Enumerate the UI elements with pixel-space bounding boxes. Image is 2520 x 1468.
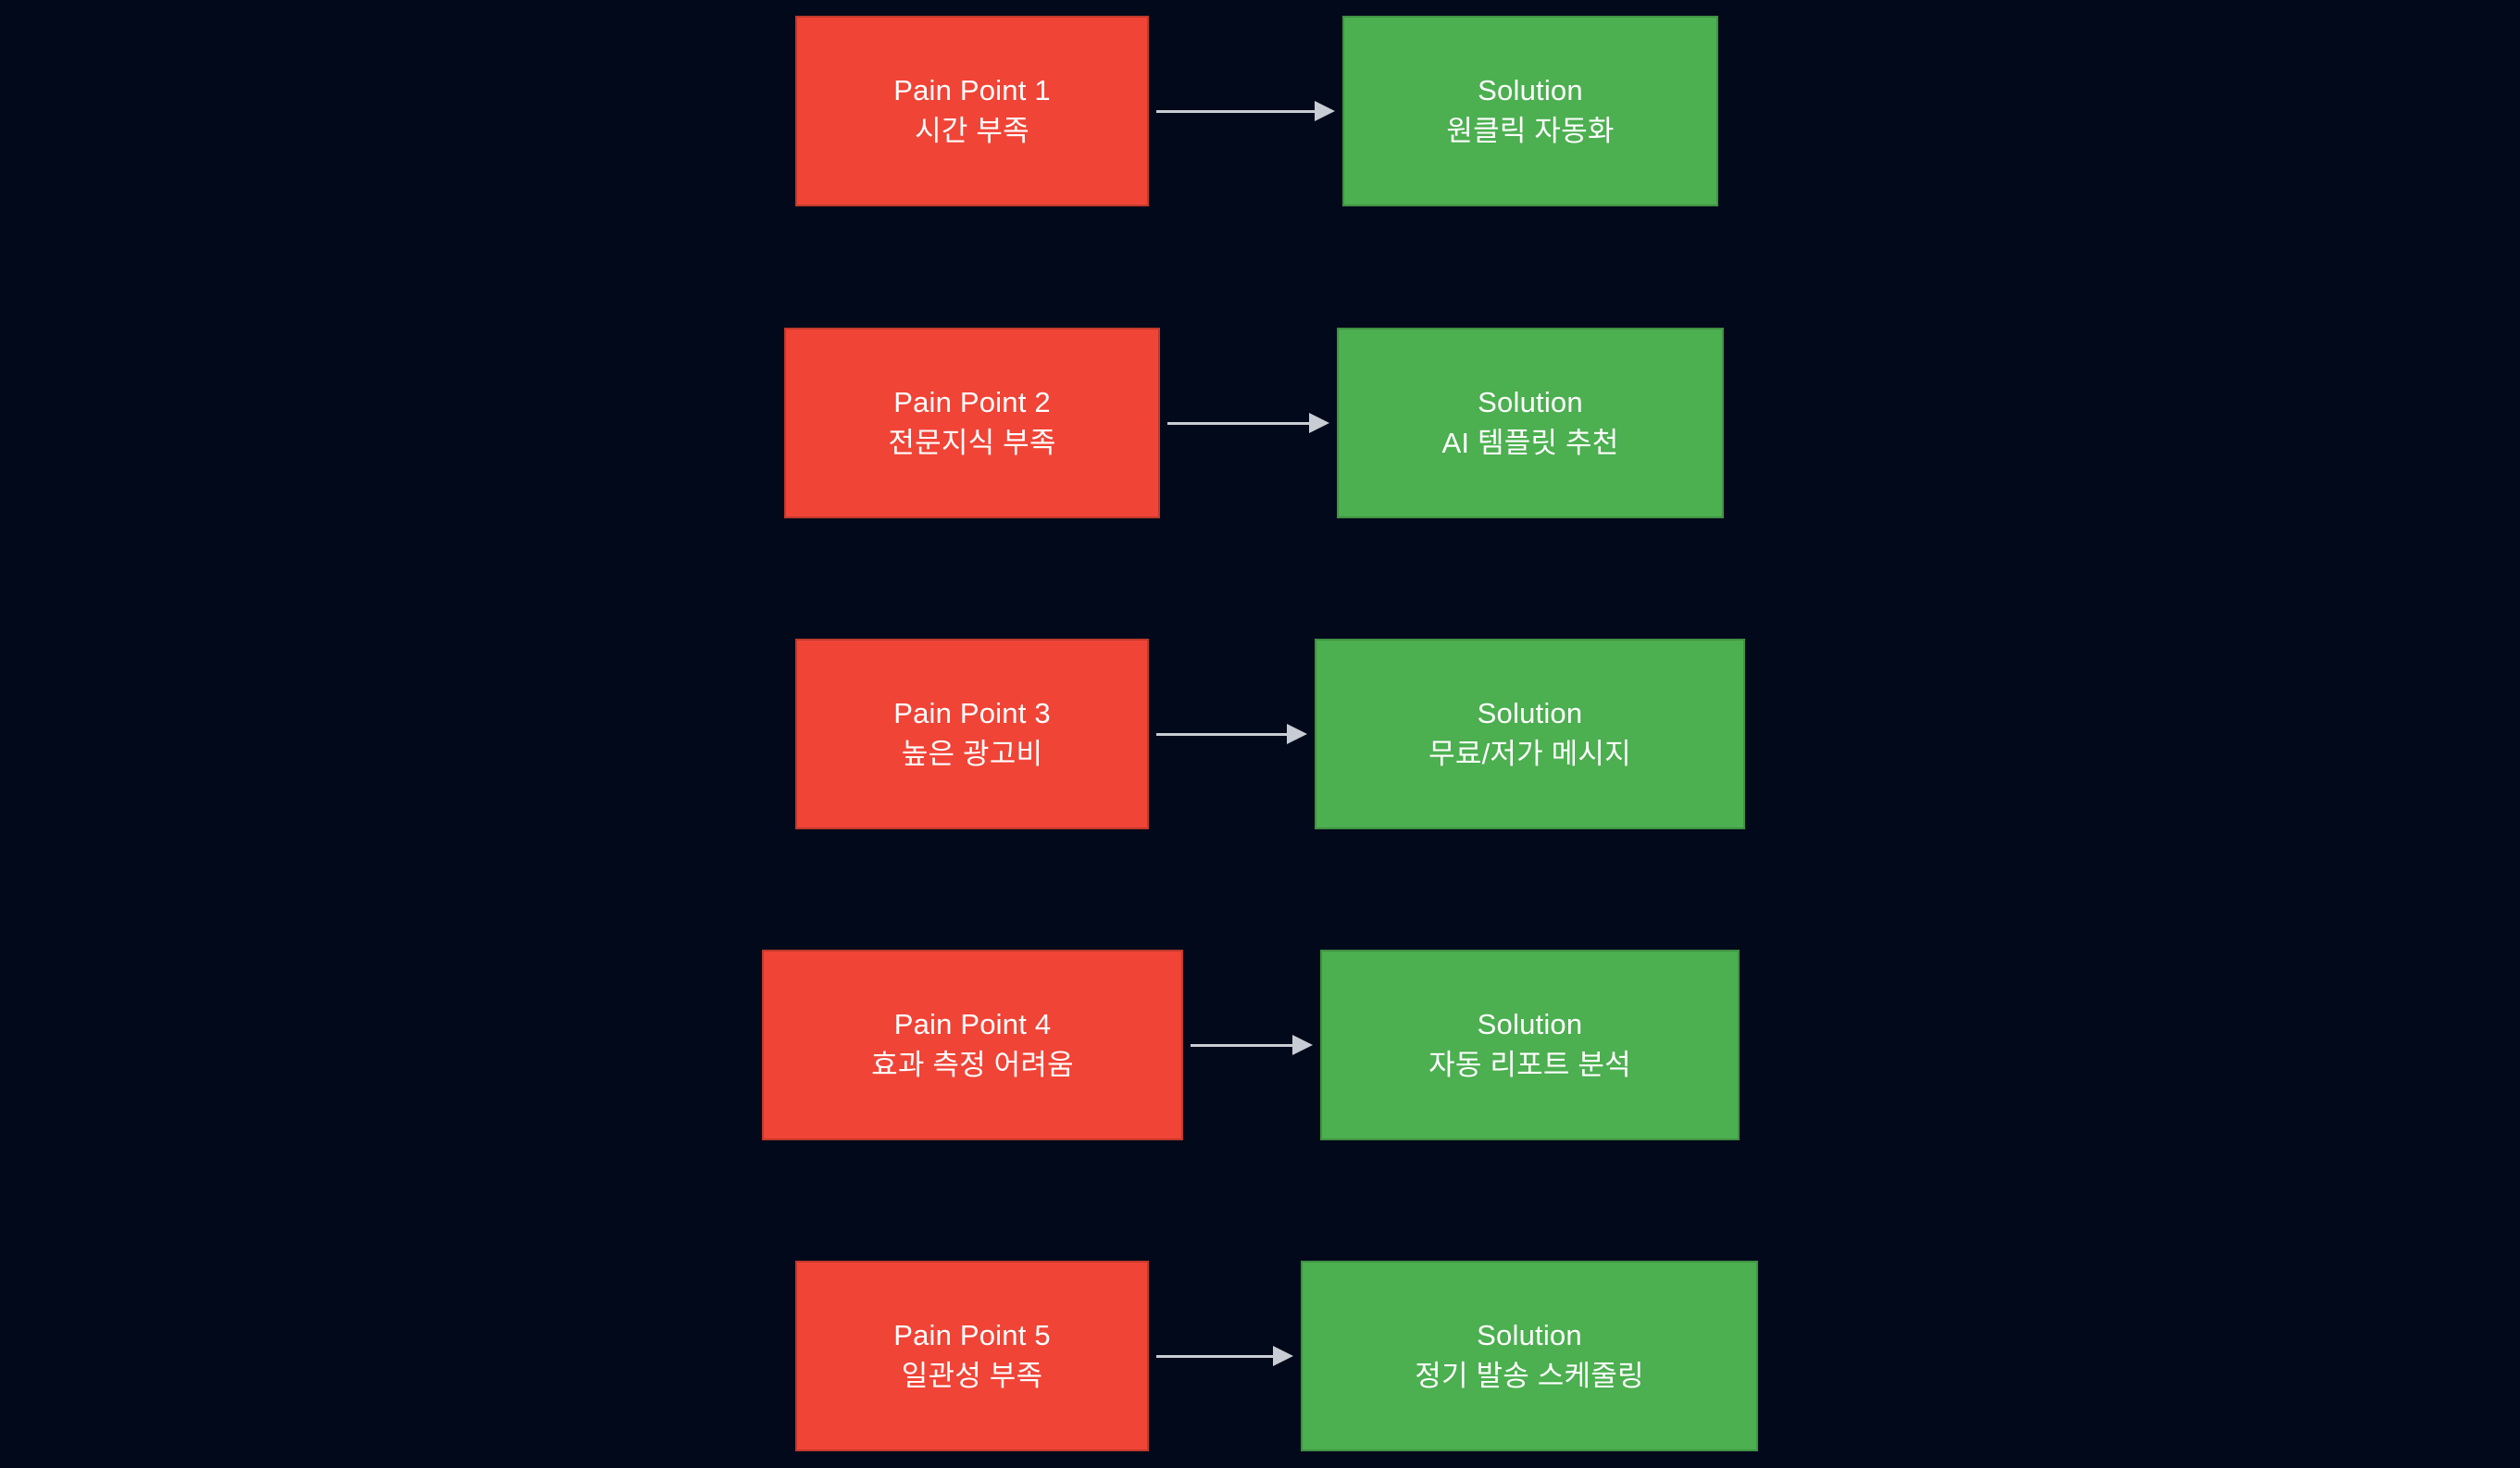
solution-node-4[interactable]: Solution 자동 리포트 분석 — [1320, 950, 1740, 1140]
diagram-row: Pain Point 2 전문지식 부족 Solution AI 템플릿 추천 — [0, 328, 2520, 518]
flow-arrow-icon-4 — [1191, 1035, 1313, 1055]
solution-description: 정기 발송 스케줄링 — [1415, 1359, 1644, 1392]
arrow-shaft — [1167, 422, 1311, 425]
solution-title: Solution — [1477, 1319, 1582, 1352]
diagram-row: Pain Point 4 효과 측정 어려움 Solution 자동 리포트 분석 — [0, 950, 2520, 1140]
pain-point-node-4[interactable]: Pain Point 4 효과 측정 어려움 — [762, 950, 1183, 1140]
flow-arrow-icon-1 — [1156, 101, 1335, 121]
arrow-head — [1315, 101, 1335, 121]
solution-title: Solution — [1477, 1008, 1583, 1041]
solution-node-3[interactable]: Solution 무료/저가 메시지 — [1315, 639, 1745, 829]
pain-point-description: 일관성 부족 — [901, 1359, 1043, 1392]
arrow-shaft — [1156, 733, 1289, 736]
solution-title: Solution — [1478, 74, 1583, 107]
diagram-row: Pain Point 1 시간 부족 Solution 원클릭 자동화 — [0, 16, 2520, 206]
pain-point-node-2[interactable]: Pain Point 2 전문지식 부족 — [784, 328, 1160, 518]
pain-point-description: 전문지식 부족 — [888, 426, 1056, 459]
arrow-head — [1287, 724, 1307, 744]
diagram-row: Pain Point 3 높은 광고비 Solution 무료/저가 메시지 — [0, 639, 2520, 829]
solution-title: Solution — [1477, 697, 1583, 730]
diagram-row: Pain Point 5 일관성 부족 Solution 정기 발송 스케줄링 — [0, 1261, 2520, 1451]
pain-point-description: 높은 광고비 — [901, 737, 1043, 770]
arrow-head — [1309, 413, 1329, 433]
arrow-head — [1273, 1346, 1293, 1366]
pain-point-description: 시간 부족 — [915, 114, 1029, 147]
pain-point-node-1[interactable]: Pain Point 1 시간 부족 — [795, 16, 1149, 206]
solution-description: AI 템플릿 추천 — [1441, 426, 1619, 459]
solution-description: 원클릭 자동화 — [1446, 114, 1615, 147]
pain-point-title: Pain Point 1 — [893, 74, 1051, 107]
solution-description: 무료/저가 메시지 — [1428, 737, 1631, 770]
pain-point-node-5[interactable]: Pain Point 5 일관성 부족 — [795, 1261, 1149, 1451]
arrow-shaft — [1191, 1044, 1294, 1047]
solution-node-2[interactable]: Solution AI 템플릿 추천 — [1337, 328, 1724, 518]
flow-arrow-icon-2 — [1167, 413, 1329, 433]
flow-arrow-icon-3 — [1156, 724, 1307, 744]
pain-point-title: Pain Point 2 — [893, 386, 1051, 419]
pain-point-node-3[interactable]: Pain Point 3 높은 광고비 — [795, 639, 1149, 829]
flow-arrow-icon-5 — [1156, 1346, 1293, 1366]
solution-node-5[interactable]: Solution 정기 발송 스케줄링 — [1301, 1261, 1758, 1451]
arrow-shaft — [1156, 110, 1316, 113]
pain-point-description: 효과 측정 어려움 — [871, 1048, 1074, 1081]
solution-title: Solution — [1478, 386, 1583, 419]
arrow-shaft — [1156, 1355, 1275, 1358]
arrow-head — [1292, 1035, 1313, 1055]
pain-point-title: Pain Point 4 — [893, 1008, 1052, 1041]
pain-point-title: Pain Point 3 — [893, 697, 1051, 730]
solution-node-1[interactable]: Solution 원클릭 자동화 — [1342, 16, 1718, 206]
pain-point-title: Pain Point 5 — [893, 1319, 1051, 1352]
solution-description: 자동 리포트 분석 — [1428, 1048, 1631, 1081]
